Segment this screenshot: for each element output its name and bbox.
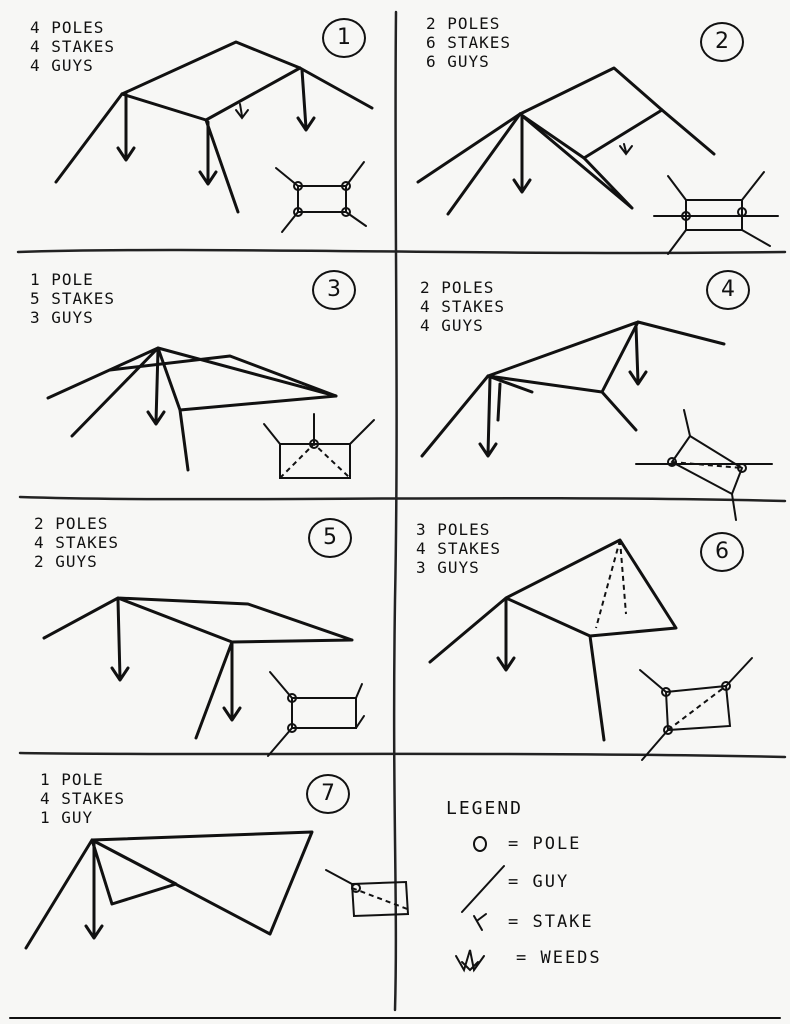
panel-3-number: 3 bbox=[312, 270, 356, 310]
plan-view bbox=[297, 185, 347, 213]
panel-6-sketch bbox=[428, 538, 753, 761]
row-divider-1 bbox=[16, 248, 787, 255]
guy-icon bbox=[461, 865, 505, 913]
plan-view bbox=[350, 880, 410, 918]
legend-symbols bbox=[455, 836, 505, 973]
panel-1-sketch bbox=[54, 40, 374, 233]
panel-5-sketch bbox=[42, 596, 365, 757]
panel-5-label: 2 POLES 4 STAKES 2 GUYS bbox=[34, 514, 120, 571]
panel-2-number: 2 bbox=[700, 22, 744, 62]
panel-2-sketch bbox=[416, 66, 779, 255]
panel-7-label: 1 POLE 4 STAKES 1 GUY bbox=[40, 770, 126, 827]
row-divider-3 bbox=[18, 751, 787, 759]
panel-1-label: 4 POLES 4 STAKES 4 GUYS bbox=[30, 18, 116, 75]
panel-2-label: 2 POLES 6 STAKES 6 GUYS bbox=[426, 14, 512, 71]
panel-3-label: 1 POLE 5 STAKES 3 GUYS bbox=[30, 270, 116, 327]
pole-icon bbox=[473, 836, 487, 852]
pole-with-stake bbox=[116, 92, 136, 162]
weeds-icon bbox=[455, 949, 485, 973]
plan-view bbox=[670, 434, 744, 496]
plan-view bbox=[664, 684, 732, 732]
panel-7-sketch bbox=[24, 830, 411, 950]
legend-title: LEGEND bbox=[446, 798, 524, 819]
panel-4-number: 4 bbox=[706, 270, 750, 310]
stake-icon bbox=[473, 913, 487, 931]
guy-line bbox=[54, 92, 124, 184]
tarp-ridge bbox=[120, 40, 374, 110]
panel-5-number: 5 bbox=[308, 518, 352, 558]
legend-weeds-text: = WEEDS bbox=[516, 948, 602, 968]
panel-4-label: 2 POLES 4 STAKES 4 GUYS bbox=[420, 278, 506, 335]
vertical-divider bbox=[392, 10, 398, 1012]
panel-1-number: 1 bbox=[322, 18, 366, 58]
plan-view bbox=[291, 697, 357, 729]
plan-view bbox=[279, 443, 351, 479]
legend-pole-text: = POLE bbox=[508, 834, 582, 854]
panel-3-sketch bbox=[46, 346, 375, 479]
tarp-ridge bbox=[518, 66, 716, 156]
panel-7-number: 7 bbox=[306, 774, 350, 814]
legend-guy-text: = GUY bbox=[508, 872, 570, 892]
panel-4-sketch bbox=[420, 320, 773, 521]
legend-stake-text: = STAKE bbox=[508, 912, 594, 932]
panel-dividers bbox=[9, 10, 787, 1019]
row-divider-2 bbox=[18, 495, 787, 503]
panel-6-number: 6 bbox=[700, 532, 744, 572]
panel-6-label: 3 POLES 4 STAKES 3 GUYS bbox=[416, 520, 502, 577]
